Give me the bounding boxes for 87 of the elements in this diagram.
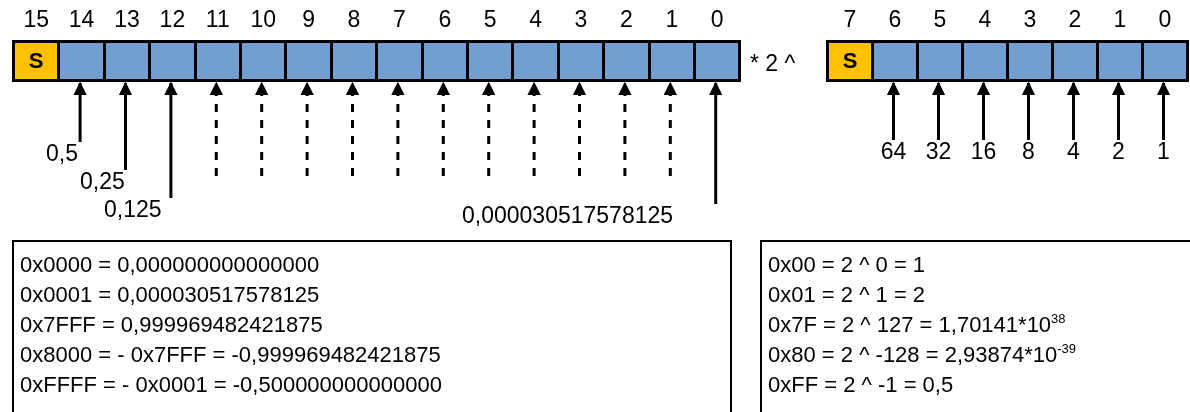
dashed-arrow (572, 81, 587, 176)
bit-number: 11 (205, 6, 230, 33)
bit-weight: 2 (1112, 138, 1125, 164)
bit-number: 1 (665, 6, 679, 33)
bit-number: 4 (978, 6, 992, 33)
equation-line: 0x0000 = 0,000000000000000 (20, 251, 321, 279)
bit-cell (148, 40, 197, 82)
arrow (708, 81, 723, 204)
bit-number: 13 (114, 6, 140, 33)
sign-letter: S (28, 48, 44, 74)
dashed-arrow (391, 81, 405, 176)
bit-cell (57, 40, 106, 82)
bit-number: 0 (710, 6, 724, 33)
sign-letter: S (842, 48, 858, 74)
bit-weight: 1 (1157, 138, 1170, 164)
arrow (118, 81, 133, 170)
bit-number: 10 (250, 6, 276, 33)
dashed-arrow (209, 81, 224, 176)
bit-number: 12 (159, 6, 186, 33)
arrow (1156, 81, 1171, 140)
bit-number: 2 (1068, 6, 1082, 33)
arrow (164, 81, 178, 198)
equation-line: 0x0001 = 0,000030517578125 (20, 281, 321, 309)
bit-weight: 0,25 (80, 168, 125, 194)
arrow (1021, 81, 1036, 140)
equation-line: 0x7F = 2 ^ 127 = 1,70141*10$^{38}$ (768, 310, 1067, 339)
bit-cell (602, 40, 651, 82)
bit-weight: 0,125 (104, 196, 162, 222)
bit-weight: 4 (1067, 138, 1080, 164)
bit-cell (961, 40, 1009, 82)
dashed-arrow (300, 81, 314, 176)
bit-number: 8 (347, 6, 361, 33)
equation-line: 0x7FFF = 0,999969482421875 (20, 311, 324, 339)
multiplier-note: * 2 ^ (750, 50, 796, 77)
bit-cell (916, 40, 964, 82)
bit-cell (871, 40, 919, 82)
equation-line: 0x8000 = - 0x7FFF = -0,999969482421875 (20, 341, 442, 369)
bit-cell (693, 40, 742, 82)
bit-number: 5 (483, 6, 497, 33)
bit-cell (1006, 40, 1054, 82)
bit-number: 9 (302, 6, 315, 33)
arrow (976, 81, 991, 140)
dashed-arrow (481, 81, 496, 176)
equation-line: 0xFFFF = - 0x0001 = -0,500000000000000 (20, 371, 443, 399)
bit-number: 4 (529, 6, 542, 33)
bit-cell (1141, 40, 1189, 82)
bit-number: 0 (1158, 6, 1172, 33)
examples-panel (760, 240, 1190, 412)
sign-bit-cell (826, 40, 874, 82)
bit-number: 6 (888, 6, 902, 33)
bit-number: 5 (933, 6, 947, 33)
equation-line: 0x80 = 2 ^ -128 = 2,93874*10$^{-39}$ (768, 340, 1078, 369)
equation-line: 0xFF = 2 ^ -1 = 0,5 (768, 371, 955, 399)
dashed-arrow (663, 81, 678, 176)
dashed-arrow (254, 81, 269, 176)
dashed-arrow (436, 81, 451, 176)
bit-weight: 0,5 (46, 140, 78, 166)
bit-number: 7 (393, 6, 406, 33)
arrow (1066, 81, 1081, 140)
bit-cell (284, 40, 333, 82)
bit-weight: 64 (880, 138, 907, 164)
examples-panel (12, 240, 732, 412)
bit-weight: 8 (1022, 138, 1035, 164)
dashed-arrow (618, 81, 632, 176)
bit-number: 3 (1023, 6, 1037, 33)
arrow (1111, 81, 1126, 140)
bit-number: 2 (620, 6, 633, 33)
bit-cell (375, 40, 424, 82)
dashed-arrow (345, 81, 360, 176)
arrow (931, 81, 946, 140)
bit-number: 6 (438, 6, 452, 33)
bit-weight: 0,000030517578125 (462, 202, 674, 228)
arrow (73, 81, 87, 142)
bit-number: 15 (23, 6, 49, 33)
arrow (886, 81, 901, 140)
bit-number: 7 (843, 6, 857, 33)
bit-cell (1096, 40, 1144, 82)
bit-weight: 16 (970, 138, 997, 164)
equation-line: 0x00 = 2 ^ 0 = 1 (768, 251, 927, 279)
bit-cell (511, 40, 560, 82)
bit-number: 1 (1113, 6, 1127, 33)
bit-cell (1051, 40, 1099, 82)
bit-weight: 32 (925, 138, 952, 164)
bit-number: 14 (68, 6, 95, 33)
dashed-arrow (527, 81, 541, 176)
bit-number: 3 (574, 6, 588, 33)
equation-line: 0x01 = 2 ^ 1 = 2 (768, 281, 927, 309)
